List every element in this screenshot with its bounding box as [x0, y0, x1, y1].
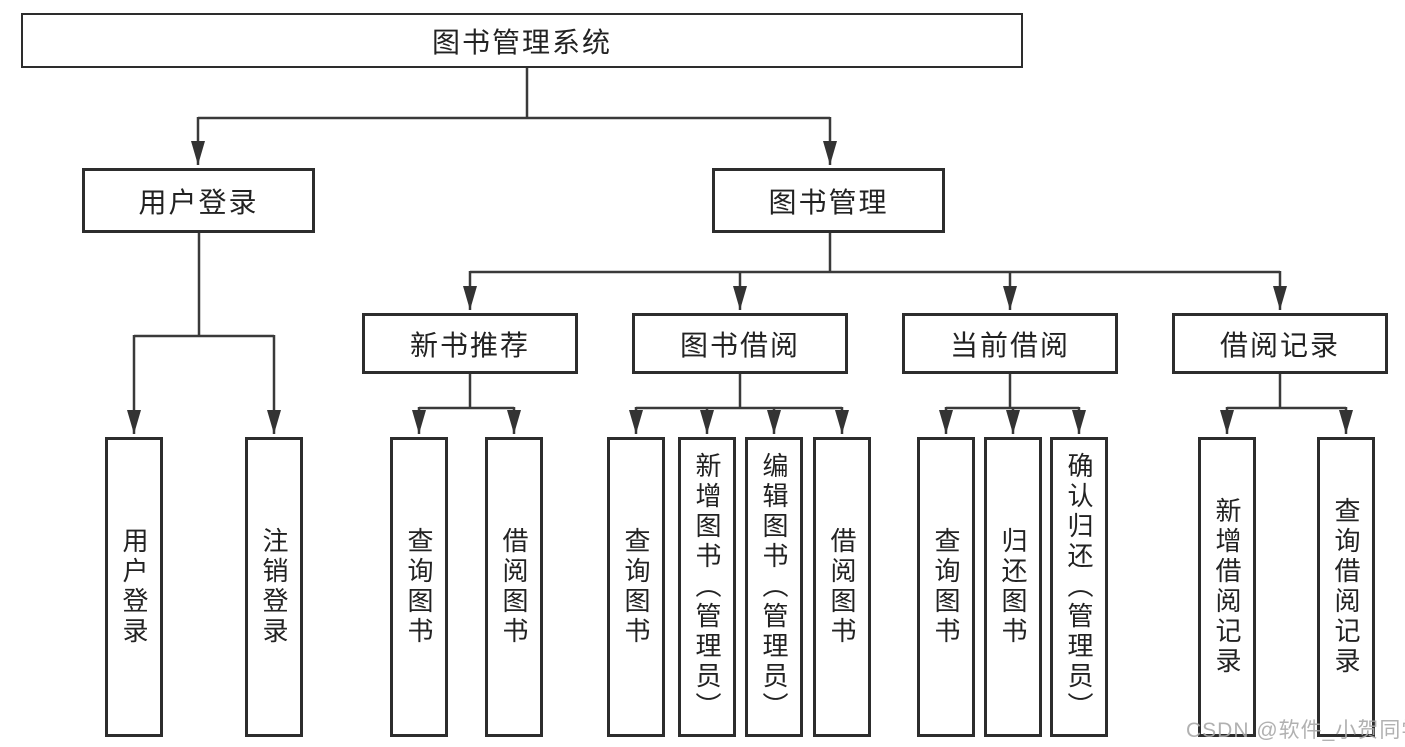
node-book-management-label: 图书管理 — [768, 186, 889, 218]
leaf-query-books-1-label: 查询图书 — [404, 527, 434, 647]
leaf-query-borrow-record: 查询借阅记录 — [1317, 437, 1375, 737]
leaf-user-login-label: 用户登录 — [119, 527, 149, 647]
leaf-return-books-label: 归还图书 — [998, 527, 1028, 647]
leaf-edit-books-admin-label: 编辑图书（管理员） — [759, 452, 789, 722]
node-current-borrow: 当前借阅 — [902, 313, 1118, 374]
leaf-return-books: 归还图书 — [984, 437, 1042, 737]
leaf-logout-label: 注销登录 — [259, 527, 289, 647]
node-book-management: 图书管理 — [712, 168, 945, 233]
leaf-query-books-1: 查询图书 — [390, 437, 448, 737]
leaf-borrow-books-1-label: 借阅图书 — [499, 527, 529, 647]
leaf-query-books-2: 查询图书 — [607, 437, 665, 737]
leaf-add-books-admin-label: 新增图书（管理员） — [692, 452, 722, 722]
leaf-query-books-3-label: 查询图书 — [931, 527, 961, 647]
node-borrow-records-label: 借阅记录 — [1219, 329, 1340, 361]
leaf-borrow-books-1: 借阅图书 — [485, 437, 543, 737]
leaf-query-books-2-label: 查询图书 — [621, 527, 651, 647]
leaf-borrow-books-2: 借阅图书 — [813, 437, 871, 737]
leaf-add-books-admin: 新增图书（管理员） — [678, 437, 736, 737]
node-root-label: 图书管理系统 — [431, 26, 612, 58]
node-user-login-label: 用户登录 — [138, 186, 259, 218]
leaf-add-borrow-record-label: 新增借阅记录 — [1212, 497, 1242, 677]
csdn-watermark: CSDN @软件_小贺同学 — [1186, 719, 1405, 742]
leaf-confirm-return-admin-label: 确认归还（管理员） — [1064, 452, 1094, 722]
leaf-user-login: 用户登录 — [105, 437, 163, 737]
node-current-borrow-label: 当前借阅 — [949, 329, 1070, 361]
leaf-query-books-3: 查询图书 — [917, 437, 975, 737]
leaf-query-borrow-record-label: 查询借阅记录 — [1331, 497, 1361, 677]
leaf-confirm-return-admin: 确认归还（管理员） — [1050, 437, 1108, 737]
node-book-borrow: 图书借阅 — [632, 313, 848, 374]
node-root: 图书管理系统 — [21, 13, 1023, 68]
node-borrow-records: 借阅记录 — [1172, 313, 1388, 374]
leaf-logout: 注销登录 — [245, 437, 303, 737]
node-new-book-recommend: 新书推荐 — [362, 313, 578, 374]
node-new-book-recommend-label: 新书推荐 — [409, 329, 530, 361]
node-book-borrow-label: 图书借阅 — [679, 329, 800, 361]
leaf-borrow-books-2-label: 借阅图书 — [827, 527, 857, 647]
leaf-add-borrow-record: 新增借阅记录 — [1198, 437, 1256, 737]
leaf-edit-books-admin: 编辑图书（管理员） — [745, 437, 803, 737]
node-user-login: 用户登录 — [82, 168, 315, 233]
